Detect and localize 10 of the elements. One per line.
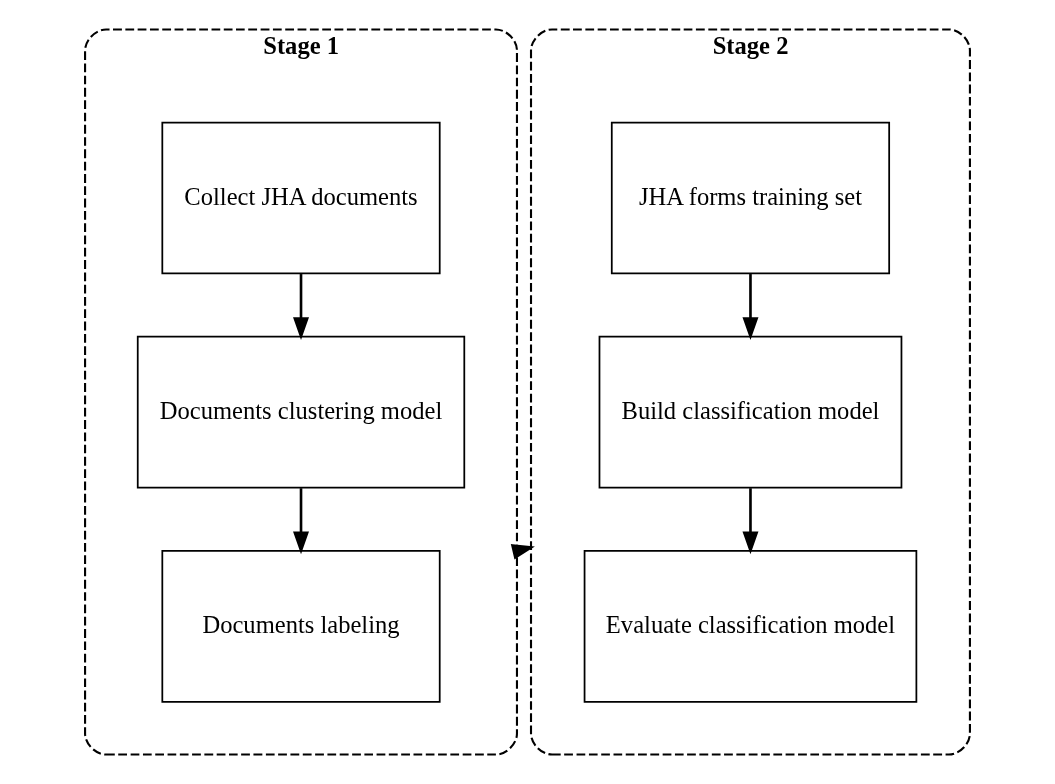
node-box: Documents labeling: [161, 550, 441, 703]
node-box: JHA forms training set: [610, 121, 891, 275]
arrow: [293, 274, 309, 341]
arrow: [742, 274, 759, 341]
node-box: Build classification model: [598, 335, 903, 489]
arrow: [293, 488, 309, 555]
node-box: Collect JHA documents: [161, 121, 441, 275]
arrow: [742, 488, 759, 555]
node-box: Documents clustering model: [136, 335, 466, 489]
node-box: Evaluate classification model: [583, 550, 918, 703]
